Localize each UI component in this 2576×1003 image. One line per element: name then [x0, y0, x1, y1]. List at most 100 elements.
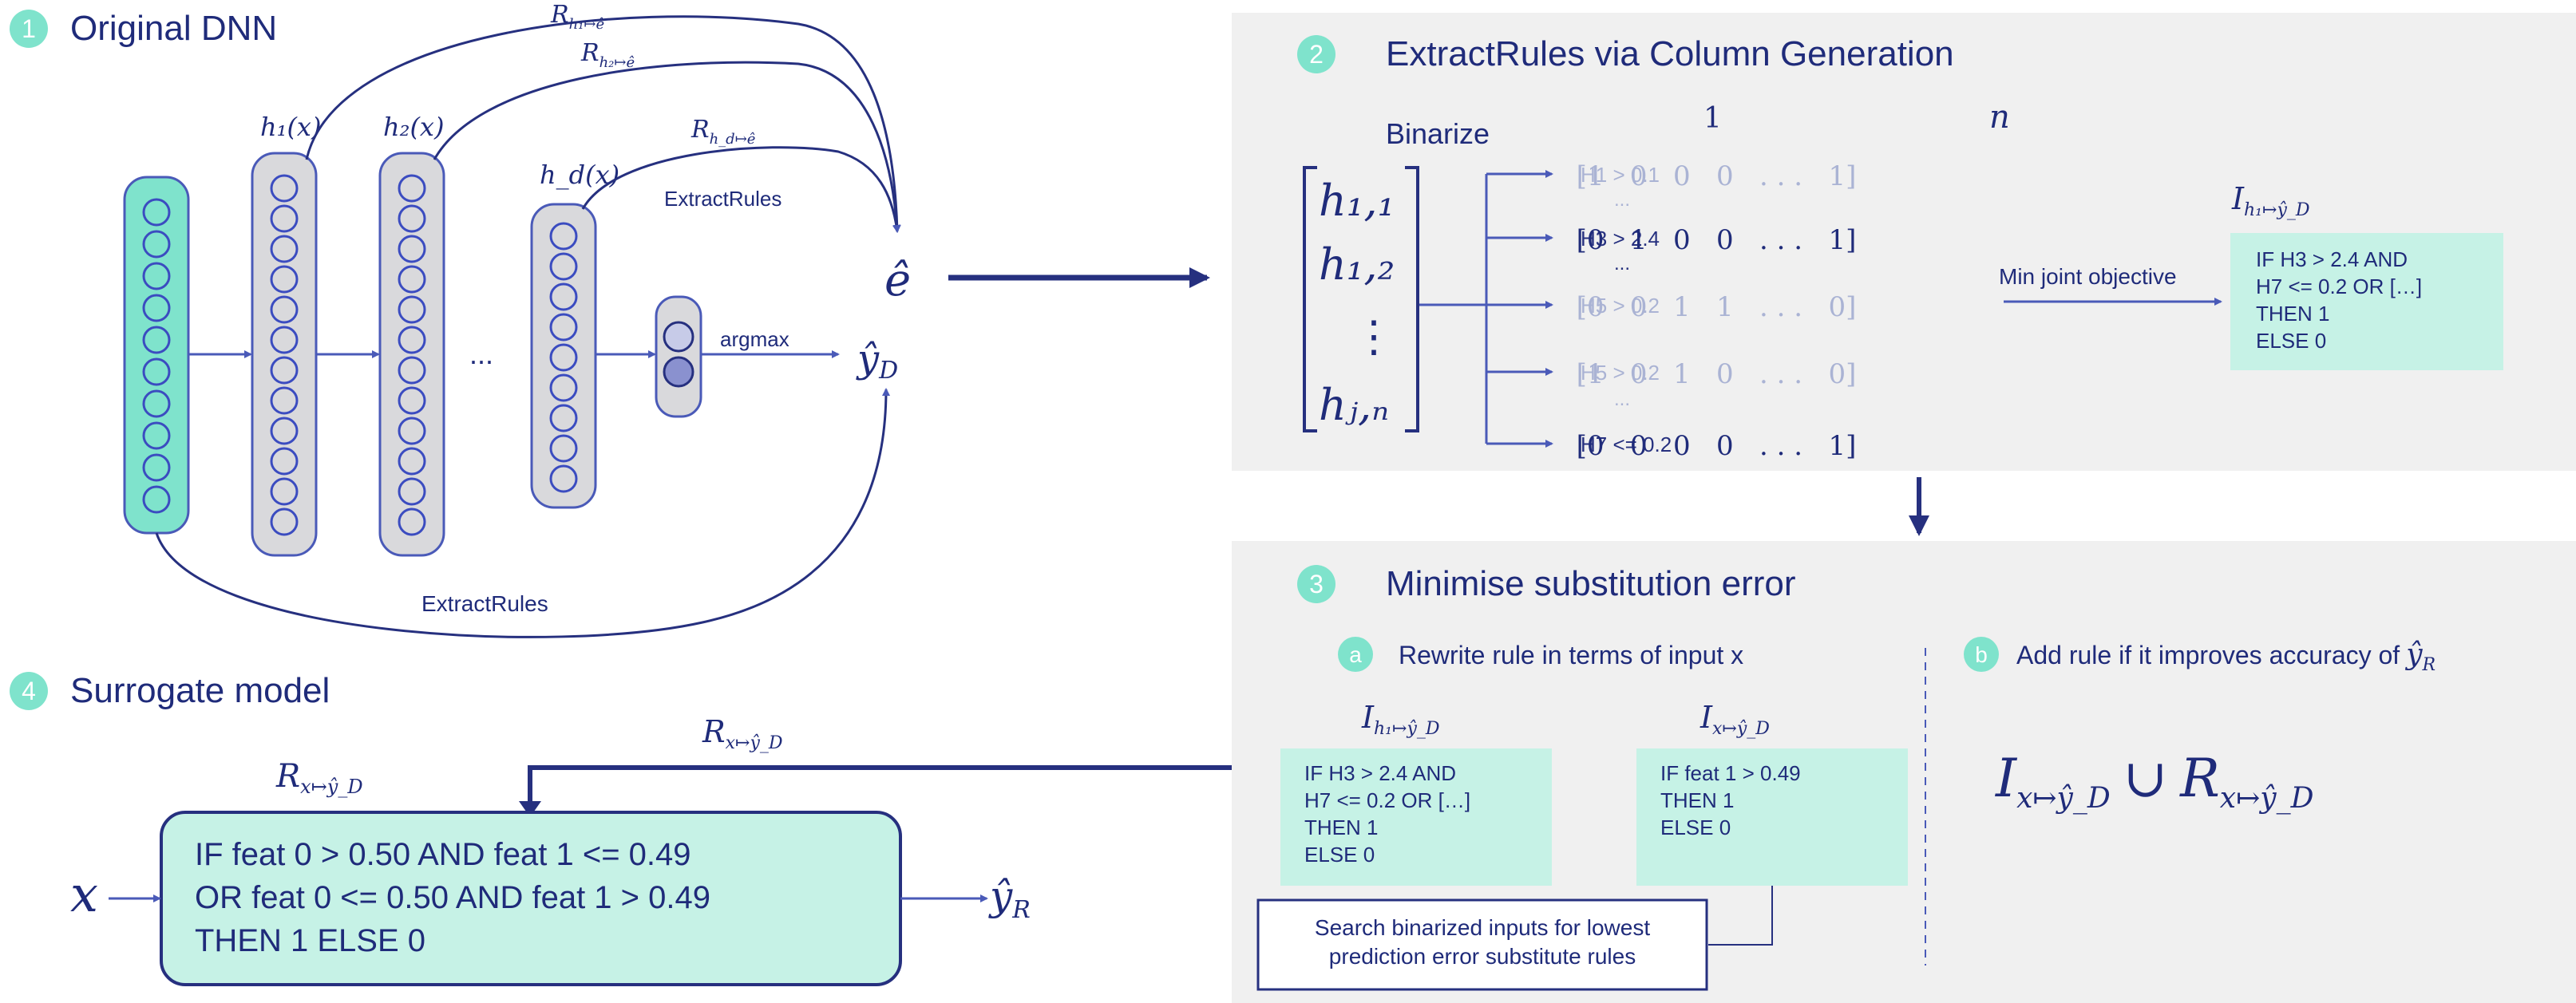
- candidate-label-3: H5 > 0.2: [1581, 294, 1660, 318]
- step-badge-2: [1297, 35, 1335, 73]
- hidden-neuron-2: [398, 204, 426, 233]
- hidden-neuron-2: [398, 386, 426, 415]
- hidden-neuron-2: [398, 326, 426, 354]
- input-neurons: [142, 198, 171, 514]
- search-note-line-2: prediction error substitute rules: [1329, 944, 1636, 969]
- substep-text-a: Rewrite rule in terms of input x: [1399, 641, 1743, 669]
- rule-box-hidden: [1280, 748, 1552, 886]
- hidden-neuron-2: [398, 265, 426, 294]
- hidden-neuron-2: [398, 174, 426, 203]
- hidden-neuron-d: [549, 464, 578, 493]
- step-number-4: 4: [22, 677, 36, 705]
- candidate-vector-1: [1 0 0 0 . . . 1]: [1577, 160, 1857, 192]
- section-title-3: Minimise substitution error: [1386, 564, 1796, 603]
- feedback-arrowhead: [519, 801, 541, 817]
- step-number-3: 3: [1309, 570, 1324, 598]
- input-neuron: [142, 453, 171, 482]
- hidden-neuron-1: [270, 447, 299, 476]
- box1-line-3: THEN 1: [1304, 815, 1378, 839]
- input-neuron: [142, 198, 171, 227]
- substep-letter-b: b: [1975, 642, 1988, 667]
- hidden-layer-2: [378, 152, 445, 557]
- candidate-vector-5: [0 0 0 0 . . . 1]: [1577, 430, 1857, 462]
- candidate-label-4: H5 > 0.2: [1581, 361, 1660, 385]
- section-surrogate-model: 4 Surrogate model Rx↦ŷ_D Rx↦ŷ_D IF feat …: [10, 671, 1232, 986]
- input-neuron: [142, 389, 171, 418]
- hidden-neuron-2: [398, 477, 426, 506]
- matrix-left-bracket: [1303, 166, 1317, 432]
- hidden-neuron-1: [270, 386, 299, 415]
- output-y-hat-r: ŷR: [988, 873, 1031, 924]
- hidden-neuron-1: [270, 417, 299, 445]
- box2-line-2: THEN 1: [1660, 788, 1734, 812]
- surrogate-rule-line-2: OR feat 0 <= 0.50 AND feat 1 > 0.49: [195, 880, 710, 915]
- output-neuron-1: [663, 321, 694, 353]
- box1-line-4: ELSE 0: [1304, 843, 1375, 867]
- step-number-2: 2: [1309, 40, 1324, 69]
- search-note-line-1: Search binarized inputs for lowest: [1315, 915, 1650, 940]
- candidate-ellipsis-4: ...: [1614, 389, 1630, 410]
- extract-rules-label-top: ExtractRules: [664, 187, 782, 211]
- section-original-dnn: 1 Original DNN h₁(x) h₂(x) h_d(x) ... ar…: [10, 1, 1210, 638]
- y-hat-d: ŷD: [856, 337, 898, 385]
- input-x: x: [70, 865, 98, 923]
- rule-line-1: IF H3 > 2.4 AND: [2256, 247, 2408, 271]
- surrogate-rule-line-3: THEN 1 ELSE 0: [195, 923, 425, 958]
- hidden-neuron-d: [549, 373, 578, 402]
- e-hat: ê: [884, 255, 911, 306]
- input-neuron: [142, 421, 171, 450]
- layer-label-h2: h₂(x): [383, 112, 444, 142]
- input-neuron: [142, 485, 171, 514]
- hidden-neuron-2: [398, 417, 426, 445]
- hidden-neuron-1: [270, 204, 299, 233]
- candidate-ellipsis-1: ...: [1614, 189, 1630, 211]
- hidden-neuron-1: [270, 356, 299, 385]
- extract-rules-label-bottom: ExtractRules: [421, 591, 548, 616]
- feedback-line: [528, 765, 1232, 808]
- surrogate-label: Rx↦ŷ_D: [275, 758, 363, 798]
- hidden-neuron-d: [549, 313, 578, 342]
- layer-label-h1: h₁(x): [260, 112, 321, 142]
- substep-badge-b: [1964, 637, 1999, 672]
- hidden-neuron-1: [270, 507, 299, 536]
- candidate-label-2: H3 > 2.4: [1581, 227, 1660, 251]
- output-neuron-2: [663, 356, 694, 388]
- box2-title: Ix↦ŷ_D: [1700, 700, 1770, 739]
- column-last: n: [1989, 99, 2010, 136]
- substep-letter-a: a: [1349, 642, 1362, 667]
- hidden-neuron-2: [398, 447, 426, 476]
- hidden-neuron-d: [549, 434, 578, 463]
- section-title-4: Surrogate model: [70, 671, 330, 710]
- arc-hd-to-ehat: [581, 146, 900, 233]
- matrix-entry-4: hⱼ,ₙ: [1319, 380, 1389, 430]
- box2-line-1: IF feat 1 > 0.49: [1660, 761, 1801, 785]
- candidate-ellipsis-2: ...: [1614, 253, 1630, 274]
- hidden-neuron-2: [398, 235, 426, 263]
- search-connector: [1708, 886, 1773, 946]
- binarize-label: Binarize: [1386, 117, 1490, 150]
- candidate-label-5: H7 <= 0.2: [1581, 432, 1672, 456]
- matrix-right-bracket: [1405, 166, 1419, 432]
- section-title-1: Original DNN: [70, 9, 277, 48]
- section-title-2: ExtractRules via Column Generation: [1386, 34, 1954, 73]
- section-minimise-error: 3 Minimise substitution error a Rewrite …: [1232, 541, 2576, 1003]
- hidden-neuron-2: [398, 356, 426, 385]
- objective-label: Min joint objective: [1999, 264, 2177, 289]
- rule-label-h1: Rh₁↦ê: [550, 1, 604, 33]
- arc-h1-to-ehat: [305, 15, 901, 233]
- argmax-label: argmax: [720, 327, 789, 351]
- rule-box-h1: [2230, 233, 2503, 370]
- box1-title: Ih₁↦ŷ_D: [1361, 700, 1440, 739]
- step-badge-3: [1297, 565, 1335, 603]
- hidden-layer-1: [251, 152, 318, 557]
- box2-line-3: ELSE 0: [1660, 815, 1731, 839]
- union-expression: Ix↦ŷ_D∪Rx↦ŷ_D: [1995, 748, 2314, 815]
- hidden-neuron-1: [270, 174, 299, 203]
- surrogate-rule-line-1: IF feat 0 > 0.50 AND feat 1 <= 0.49: [195, 837, 691, 872]
- rule-box-input: [1636, 748, 1908, 886]
- hidden-neuron-1: [270, 326, 299, 354]
- input-neuron: [142, 262, 171, 290]
- hidden-layer-d: [530, 203, 597, 509]
- hidden-neuron-2: [398, 295, 426, 324]
